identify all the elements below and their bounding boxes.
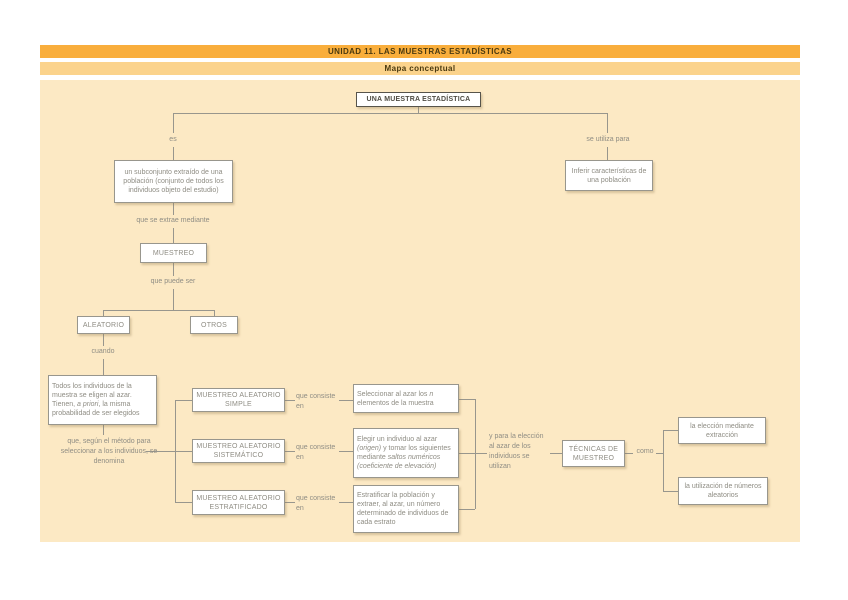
connector-line — [339, 502, 353, 503]
link-label-que-se-extrae: que se extrae mediante — [136, 217, 210, 224]
link-label-que-puede-ser: que puede ser — [150, 278, 196, 285]
connector-line — [173, 228, 174, 243]
node-inferir: Inferir características de una población — [565, 160, 653, 191]
connector-line — [173, 263, 174, 276]
connector-line — [625, 453, 633, 454]
node-desc-sistematico-text: Elegir un individuo al azar (origen) y t… — [357, 436, 451, 470]
connector-line — [173, 113, 608, 114]
node-todos-text: Todos los individuos de la muestra se el… — [52, 383, 140, 417]
connector-line — [146, 451, 196, 452]
connector-line — [175, 502, 196, 503]
connector-line — [459, 399, 475, 400]
node-muestreo: MUESTREO — [140, 243, 207, 263]
node-subconjunto: un subconjunto extraído de una población… — [114, 160, 233, 203]
connector-line — [103, 310, 104, 316]
connector-line — [663, 430, 678, 431]
connector-line — [103, 310, 215, 311]
subtitle-bar: Mapa conceptual — [40, 62, 800, 75]
connector-line — [175, 400, 176, 502]
link-label-que-consiste-en-1: que consiste en — [296, 393, 336, 410]
connector-line — [475, 399, 476, 509]
node-desc-simple: Seleccionar al azar los n elementos de l… — [353, 384, 459, 413]
link-label-es: es — [169, 136, 177, 143]
connector-line — [339, 400, 353, 401]
node-muestreo-aleatorio-sistematico: MUESTREO ALEATORIO SISTEMÁTICO — [192, 439, 285, 463]
link-label-y-para-la-eleccion: y para la elección al azar de los indivi… — [489, 433, 544, 470]
node-todos-los-individuos: Todos los individuos de la muestra se el… — [48, 375, 157, 425]
connector-line — [285, 451, 295, 452]
node-una-muestra-estadistica: UNA MUESTRA ESTADÍSTICA — [356, 92, 481, 107]
connector-line — [175, 400, 196, 401]
connector-line — [173, 202, 174, 215]
node-eleccion-mediante-extraccion: la elección mediante extracción — [678, 417, 766, 444]
node-desc-estratificado: Estratificar la población y extraer, al … — [353, 485, 459, 533]
connector-line — [173, 147, 174, 160]
connector-line — [103, 334, 104, 346]
connector-line — [663, 491, 678, 492]
node-otros: OTROS — [190, 316, 238, 334]
connector-line — [173, 289, 174, 310]
page-subtitle: Mapa conceptual — [384, 64, 456, 73]
connector-line — [418, 107, 419, 113]
connector-line — [607, 113, 608, 133]
node-desc-sistematico: Elegir un individuo al azar (origen) y t… — [353, 428, 459, 478]
node-aleatorio: ALEATORIO — [77, 316, 130, 334]
node-desc-simple-text: Seleccionar al azar los n elementos de l… — [357, 390, 434, 407]
unit-title: UNIDAD 11. LAS MUESTRAS ESTADÍSTICAS — [327, 47, 513, 56]
node-utilizacion-numeros-aleatorios: la utilización de números aleatorios — [678, 477, 768, 505]
connector-line — [214, 310, 215, 316]
connector-line — [475, 453, 487, 454]
connector-line — [339, 451, 353, 452]
connector-line — [663, 430, 664, 492]
link-label-se-utiliza-para: se utiliza para — [586, 136, 630, 143]
connector-line — [459, 453, 475, 454]
link-label-como: como — [636, 448, 654, 455]
connector-line — [173, 113, 174, 133]
link-label-cuando: cuando — [91, 348, 115, 355]
connector-line — [103, 359, 104, 375]
link-label-que-segun: que, según el método para seleccionar a … — [60, 438, 158, 465]
connector-line — [285, 400, 295, 401]
node-tecnicas-de-muestreo: TÉCNICAS DE MUESTREO — [562, 440, 625, 467]
node-muestreo-aleatorio-estratificado: MUESTREO ALEATORIO ESTRATIFICADO — [192, 490, 285, 515]
unit-title-bar: UNIDAD 11. LAS MUESTRAS ESTADÍSTICAS — [40, 45, 800, 58]
connector-line — [459, 509, 475, 510]
connector-line — [103, 425, 104, 435]
connector-line — [285, 502, 295, 503]
connector-line — [607, 147, 608, 160]
connector-line — [550, 453, 562, 454]
connector-line — [656, 453, 663, 454]
link-label-que-consiste-en-2: que consiste en — [296, 444, 336, 461]
node-muestreo-aleatorio-simple: MUESTREO ALEATORIO SIMPLE — [192, 388, 285, 412]
link-label-que-consiste-en-3: que consiste en — [296, 495, 336, 512]
